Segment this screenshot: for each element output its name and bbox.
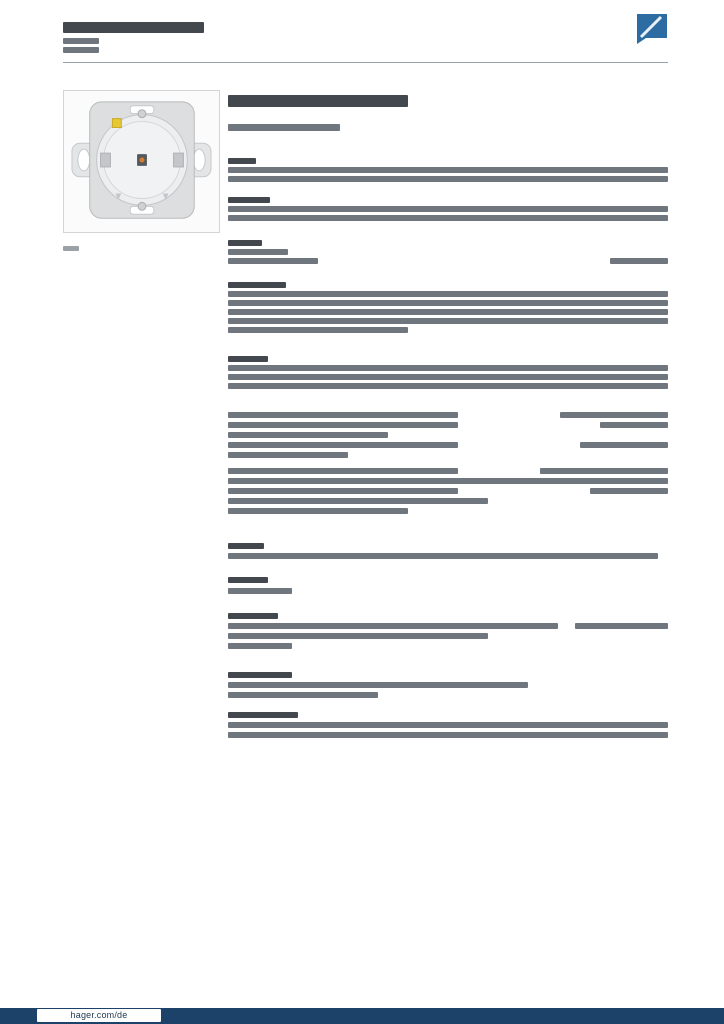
spec-label-line — [228, 488, 458, 494]
redacted-text-line — [228, 291, 668, 297]
redacted-text-line — [228, 623, 558, 629]
value-line — [580, 442, 668, 448]
redacted-text-line — [228, 365, 668, 371]
spec-label-line — [228, 442, 458, 448]
redacted-text-line — [228, 318, 668, 324]
spec-label-line — [228, 452, 348, 458]
redacted-text-line — [228, 498, 488, 504]
footer-site-label: hager.com/de — [70, 1010, 128, 1020]
redacted-text-line — [228, 215, 668, 221]
redacted-text-line — [228, 643, 292, 649]
figure-caption-line — [63, 246, 79, 251]
footer-bar: hager.com/de — [0, 1008, 724, 1024]
spec-label-line — [228, 412, 458, 418]
section-heading-line — [228, 577, 268, 583]
section-heading-line — [228, 158, 256, 164]
redacted-text-line — [228, 478, 668, 484]
section-heading-line — [228, 672, 292, 678]
doc-subtitle-line — [63, 38, 99, 44]
value-line — [575, 623, 668, 629]
value-line — [560, 412, 668, 418]
redacted-text-line — [228, 553, 658, 559]
redacted-text-line — [228, 682, 528, 688]
section-heading-line — [228, 282, 286, 288]
redacted-text-line — [228, 508, 408, 514]
redacted-text-line — [228, 167, 668, 173]
redacted-text-line — [228, 692, 378, 698]
redacted-text-line — [228, 633, 488, 639]
header-divider — [63, 62, 668, 63]
brand-logo-icon — [632, 13, 669, 44]
redacted-text-line — [228, 258, 318, 264]
redacted-text-line — [228, 732, 668, 738]
redacted-text-line — [228, 383, 668, 389]
product-title-line — [228, 95, 408, 107]
footer-site-link[interactable]: hager.com/de — [37, 1009, 161, 1022]
value-line — [540, 468, 668, 474]
section-heading-line — [228, 356, 268, 362]
redacted-text-line — [228, 588, 292, 594]
section-heading-line — [228, 712, 298, 718]
section-heading-line — [228, 613, 278, 619]
section-heading-line — [228, 543, 264, 549]
doc-subtitle-line — [63, 47, 99, 53]
redacted-text-line — [228, 309, 668, 315]
spec-label-line — [228, 468, 458, 474]
doc-title-line — [63, 22, 204, 33]
redacted-text-line — [228, 300, 668, 306]
spec-label-line — [228, 422, 458, 428]
product-subtitle-line — [228, 124, 340, 131]
redacted-text-line — [228, 206, 668, 212]
section-heading-line — [228, 240, 262, 246]
value-line — [600, 422, 668, 428]
redacted-text-line — [228, 374, 668, 380]
redacted-text-line — [228, 722, 668, 728]
redacted-text-line — [228, 249, 288, 255]
value-line — [610, 258, 668, 264]
section-heading-line — [228, 197, 270, 203]
product-image — [63, 90, 220, 233]
redacted-text-line — [228, 327, 408, 333]
redacted-text-line — [228, 176, 668, 182]
spec-label-line — [228, 432, 388, 438]
value-line — [590, 488, 668, 494]
